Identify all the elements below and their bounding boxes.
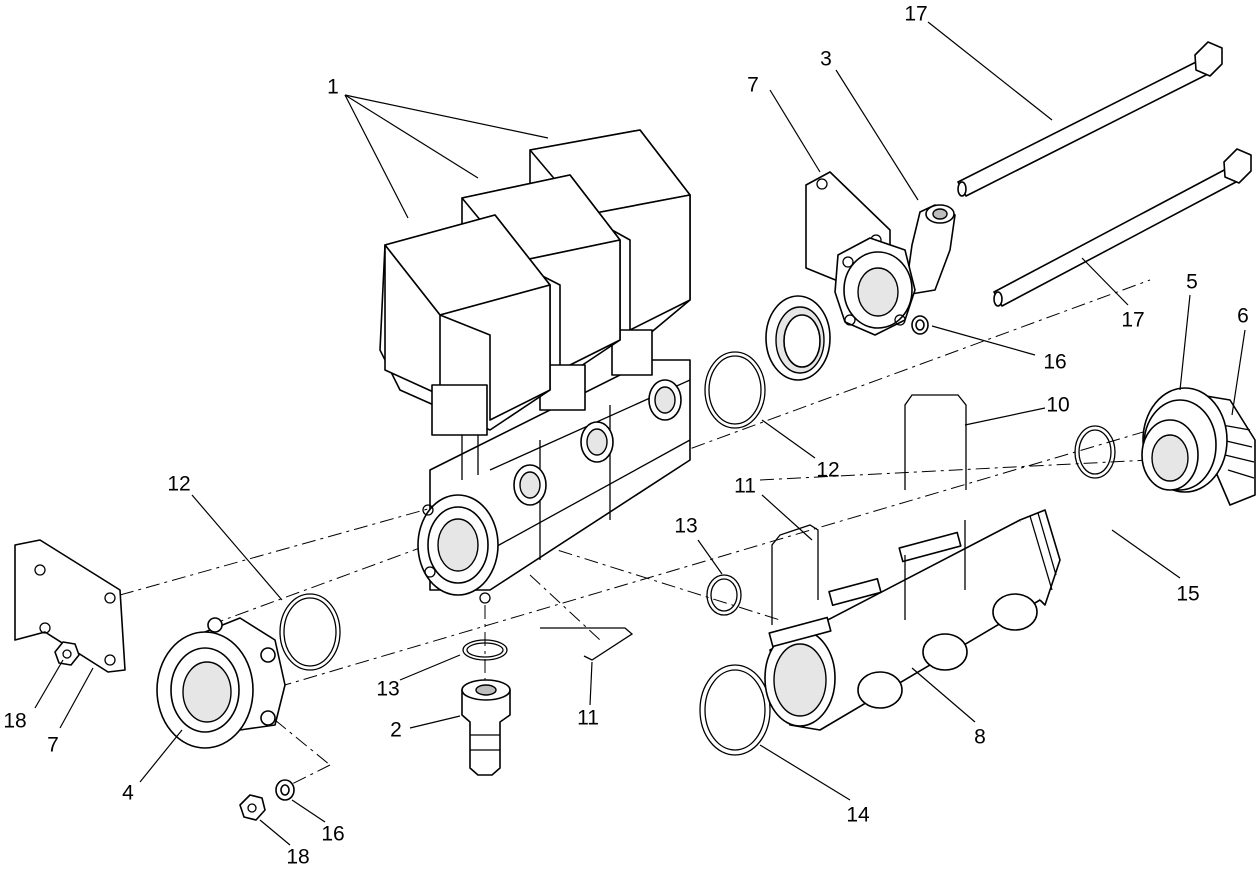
o-ring-15 [1074, 425, 1116, 479]
callout-18-left: 18 [3, 709, 27, 733]
o-ring-13-right [706, 574, 742, 616]
callout-17-lower: 17 [1121, 308, 1145, 332]
o-ring-12-left [279, 593, 341, 671]
callout-18-bottom: 18 [286, 845, 310, 869]
center-lines [119, 279, 1151, 786]
valve-manifold [417, 359, 691, 604]
callout-13-right: 13 [674, 514, 698, 538]
callout-3: 3 [820, 47, 832, 71]
callout-1: 1 [327, 75, 339, 99]
union-nut [1141, 387, 1228, 493]
bolt-upper [957, 41, 1223, 197]
bolt-lower [993, 148, 1252, 307]
hose-barb-fitting [461, 679, 511, 776]
callout-16-left: 16 [321, 822, 345, 846]
callout-12-upper: 12 [816, 458, 840, 482]
flange-end-cap [156, 617, 286, 749]
callout-7-lower: 7 [47, 733, 59, 757]
nut-bottom [239, 794, 266, 821]
end-cap-elbow [834, 204, 956, 336]
callout-14: 14 [846, 803, 870, 827]
clip-11-lower [540, 627, 634, 661]
callout-10: 10 [1046, 393, 1070, 417]
callout-16-right: 16 [1043, 350, 1067, 374]
washer-right [911, 315, 929, 335]
callout-11-lower: 11 [577, 706, 599, 730]
washer-left [275, 779, 295, 801]
callout-2: 2 [390, 718, 402, 742]
callout-5: 5 [1186, 270, 1198, 294]
o-ring-12-upper [704, 351, 766, 429]
nut-bracket [54, 641, 80, 666]
clip-11-upper [771, 524, 819, 625]
callout-11-upper: 11 [734, 474, 756, 498]
callout-17-upper: 17 [904, 2, 928, 26]
callout-15: 15 [1176, 582, 1200, 606]
callout-13-left: 13 [376, 677, 400, 701]
callout-7-upper: 7 [747, 73, 759, 97]
callout-4: 4 [122, 781, 134, 805]
leader-lines [34, 21, 1246, 846]
clip-10 [904, 394, 967, 490]
o-ring-13-bottom [462, 639, 508, 661]
actuator-front [379, 214, 551, 480]
o-ring-14 [699, 664, 771, 756]
bracket-left [14, 539, 126, 673]
seal-ring-upper [765, 295, 831, 381]
callout-8: 8 [974, 725, 986, 749]
callout-6: 6 [1237, 304, 1249, 328]
callout-12-left: 12 [167, 472, 191, 496]
valve-section-assembly [764, 509, 1061, 731]
